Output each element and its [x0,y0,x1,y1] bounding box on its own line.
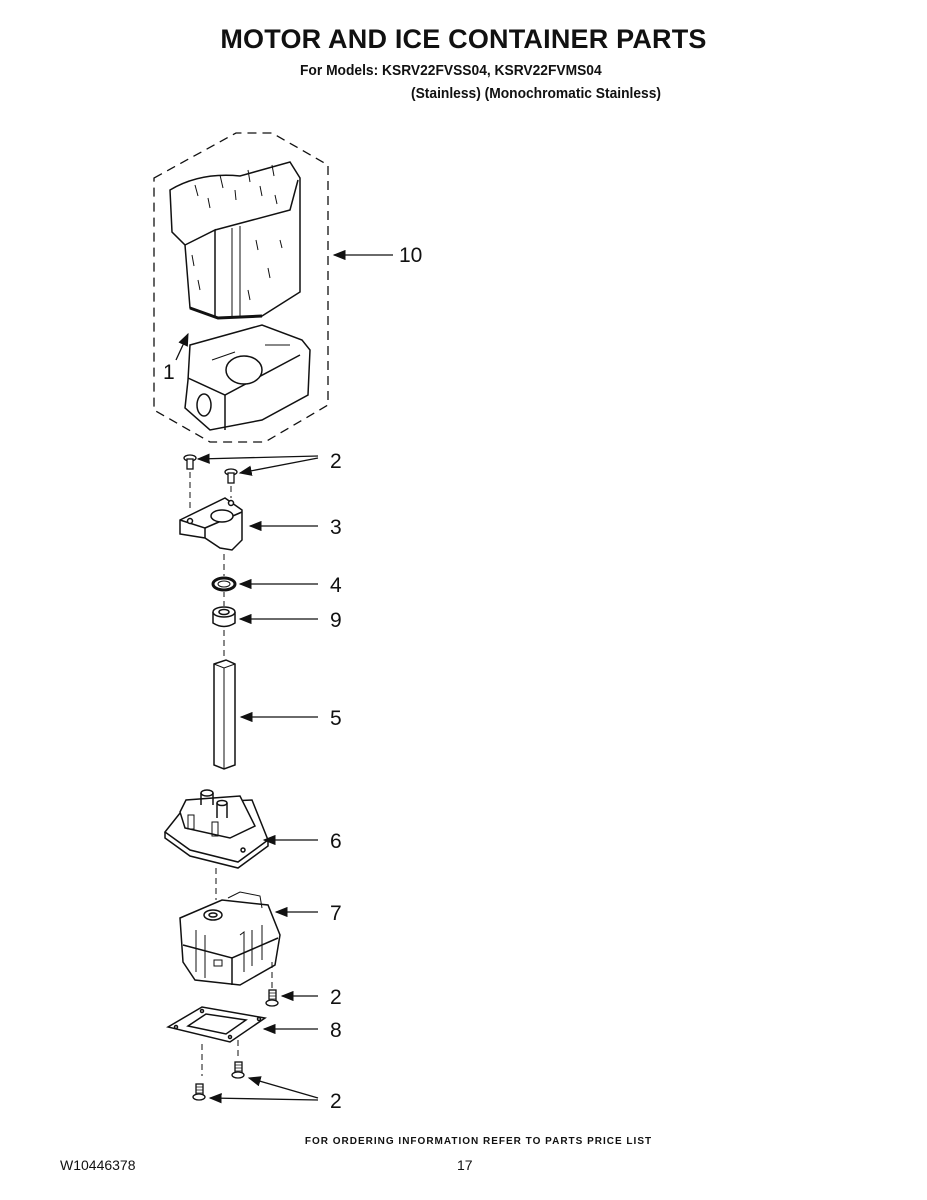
assembly-10-boundary [153,132,329,443]
leader-line-2-bottom-b [208,1093,319,1104]
screw-top-right [224,468,238,484]
screw-bottom-left [192,1083,206,1101]
ordering-info-note: FOR ORDERING INFORMATION REFER TO PARTS … [304,1136,653,1147]
callout-2-bottom: 2 [330,1090,342,1113]
ice-bin-base [184,324,311,431]
callout-10: 10 [399,244,422,267]
ice-bin [169,161,301,320]
callout-4: 4 [330,574,342,597]
leader-line-2-bottom-a [247,1076,319,1099]
callout-5: 5 [330,707,342,730]
callout-3: 3 [330,516,342,539]
document-number: W10446378 [60,1157,136,1173]
leader-line-2-top-b [238,457,319,476]
callout-7: 7 [330,902,342,925]
page-number: 17 [457,1157,473,1173]
callout-2-top: 2 [330,450,342,473]
model-variants: (Stainless) (Monochromatic Stainless) [411,85,661,102]
motor-cover-part-6 [163,789,269,869]
leader-line-1 [175,332,189,361]
bushing-part-9 [212,606,236,628]
model-numbers: For Models: KSRV22FVSS04, KSRV22FVMS04 [300,62,602,79]
screw-bottom-right [231,1061,245,1079]
page-title: MOTOR AND ICE CONTAINER PARTS [220,24,707,54]
shaft-part-5 [213,659,236,770]
callout-9: 9 [330,609,342,632]
gasket-part-8 [166,1006,267,1043]
screw-mid [265,989,279,1007]
callout-8: 8 [330,1019,342,1042]
callout-2-mid: 2 [330,986,342,1009]
screw-top-left [183,454,197,470]
bracket-part-3 [179,497,243,551]
washer-part-4 [211,576,237,592]
leader-line-2-top-a [196,453,319,464]
callout-1: 1 [163,361,175,384]
callout-6: 6 [330,830,342,853]
motor-part-7 [179,891,281,986]
